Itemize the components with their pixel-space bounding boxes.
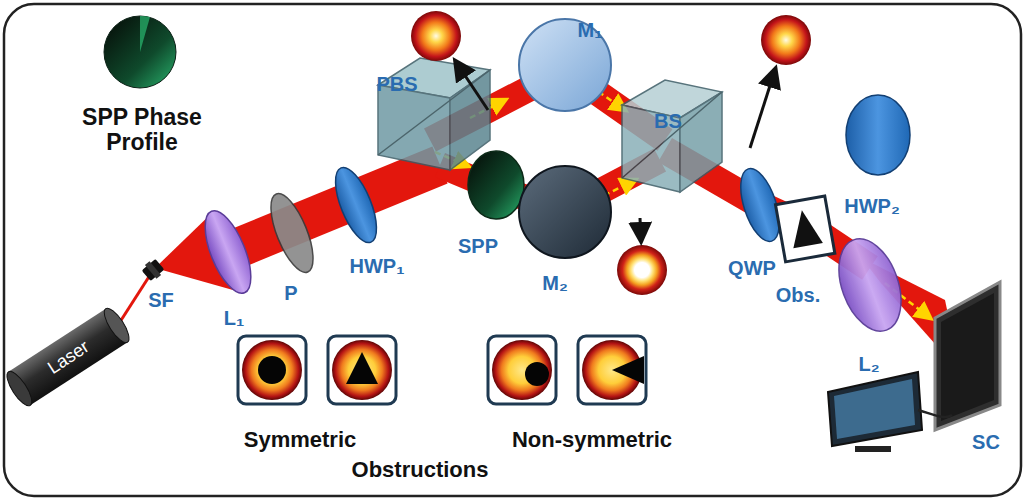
component-label: QWP [728,257,776,279]
component-label: SF [148,289,174,311]
component-label: L₂ [858,353,879,375]
component-label: SC [972,431,1000,453]
component-label: PBS [376,73,417,95]
component-label: M₂ [542,272,568,294]
caption-text: Symmetric [244,428,357,452]
component-label: M₁ [578,19,603,41]
caption-text: Obstructions [352,458,489,482]
component-label: HWP₁ [350,255,405,277]
caption-text: Non-symmetric [512,428,672,452]
component-label: HWP₂ [844,195,900,217]
caption-text: SPP Phase Profile [62,105,222,156]
component-label: L₁ [224,307,245,329]
component-label: SPP [458,235,498,257]
component-label: Obs. [776,284,820,306]
component-label: BS [654,110,682,132]
component-label: P [284,282,297,304]
